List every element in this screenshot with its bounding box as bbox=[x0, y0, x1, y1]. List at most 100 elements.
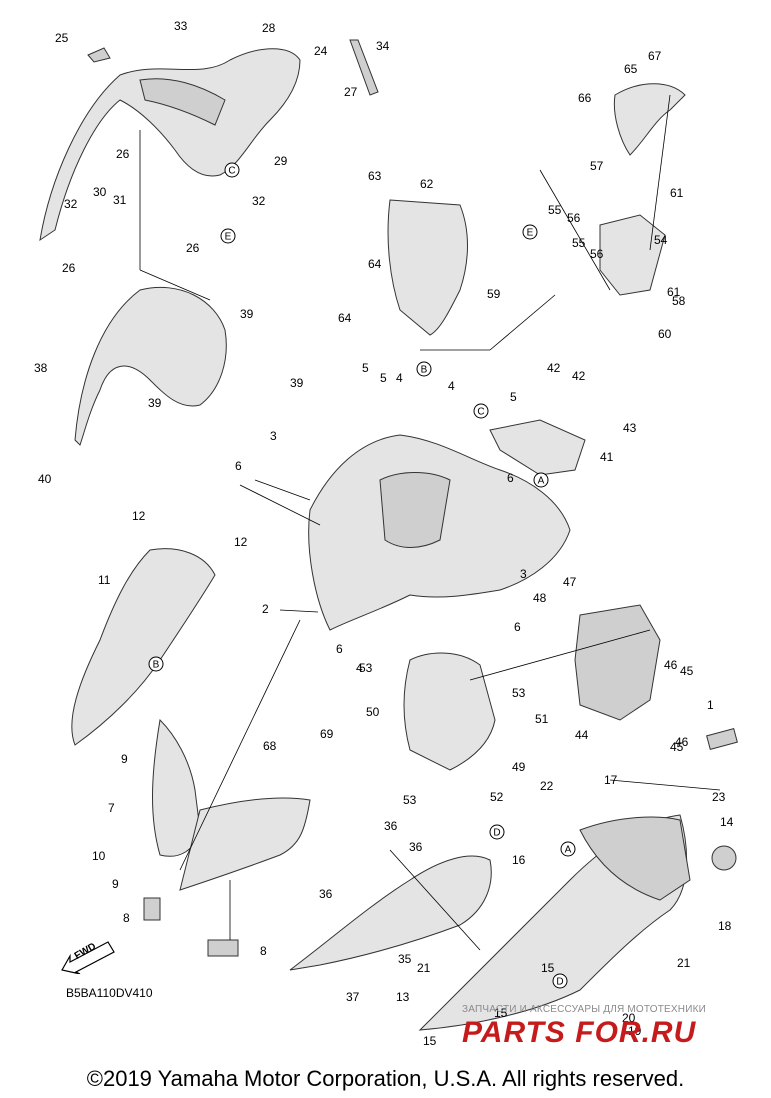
callout-number: 21 bbox=[417, 961, 431, 975]
callout-number: 67 bbox=[648, 49, 662, 63]
reference-circle bbox=[533, 472, 549, 488]
cover-50 bbox=[403, 652, 496, 771]
reference-circle bbox=[489, 824, 505, 840]
callout-number: 51 bbox=[535, 712, 549, 726]
callout-number: 12 bbox=[234, 535, 248, 549]
side-cover-23 bbox=[579, 816, 691, 901]
callout-number: 9 bbox=[112, 877, 119, 891]
reference-letter: E bbox=[527, 228, 534, 239]
callout-number: 4 bbox=[448, 379, 455, 393]
callout-number: 32 bbox=[252, 194, 266, 208]
leader-line bbox=[254, 479, 311, 501]
callout-number: 46 bbox=[664, 658, 678, 672]
front-body-center bbox=[379, 472, 451, 548]
callout-number: 11 bbox=[98, 573, 111, 587]
callout-number: 40 bbox=[38, 472, 52, 486]
callout-number: 21 bbox=[677, 956, 691, 970]
callout-number: 58 bbox=[672, 294, 686, 308]
callout-number: 39 bbox=[148, 396, 162, 410]
callout-number: 56 bbox=[590, 247, 604, 261]
callout-number: 15 bbox=[494, 1006, 508, 1020]
leader-line bbox=[489, 294, 556, 351]
leader-line bbox=[539, 169, 611, 291]
cover-7 bbox=[152, 718, 201, 857]
callout-number: 27 bbox=[344, 85, 358, 99]
callout-number: 6 bbox=[336, 642, 343, 656]
side-cover-11 bbox=[71, 548, 216, 746]
cap-14 bbox=[711, 845, 737, 871]
bracket-44 bbox=[574, 604, 661, 721]
callout-number: 46 bbox=[675, 735, 689, 749]
reference-marker: E bbox=[220, 228, 236, 244]
callout-number: 42 bbox=[547, 361, 561, 375]
callout-number: 36 bbox=[319, 887, 333, 901]
callout-number: 3 bbox=[520, 567, 527, 581]
callout-number: 39 bbox=[290, 376, 304, 390]
reference-circle bbox=[220, 228, 236, 244]
callout-number: 52 bbox=[490, 790, 504, 804]
callout-number: 18 bbox=[718, 919, 732, 933]
callout-number: 49 bbox=[512, 760, 526, 774]
watermark-brand: PARTS FOR.RU bbox=[462, 1016, 697, 1049]
reference-letter: E bbox=[225, 232, 232, 243]
callout-number: 2 bbox=[262, 602, 269, 616]
reference-letter: C bbox=[477, 407, 484, 418]
callout-number: 14 bbox=[720, 815, 734, 829]
callout-number: 15 bbox=[541, 961, 555, 975]
callout-number: 39 bbox=[240, 307, 254, 321]
reference-letter: A bbox=[538, 476, 545, 487]
callout-number: 28 bbox=[262, 21, 276, 35]
pad-8b bbox=[207, 939, 239, 957]
reference-marker: A bbox=[560, 841, 576, 857]
callout-number: 4 bbox=[356, 661, 363, 675]
reference-letter: D bbox=[493, 828, 500, 839]
callout-number: 5 bbox=[380, 371, 387, 385]
callout-number: 32 bbox=[64, 197, 78, 211]
callout-number: 31 bbox=[113, 193, 127, 207]
callout-number: 50 bbox=[366, 705, 380, 719]
pad-8a bbox=[143, 897, 161, 921]
callout-number: 6 bbox=[507, 471, 514, 485]
callout-number: 17 bbox=[604, 773, 618, 787]
callout-number: 66 bbox=[578, 91, 592, 105]
callout-number: 41 bbox=[600, 450, 614, 464]
callout-number: 3 bbox=[270, 429, 277, 443]
callout-number: 10 bbox=[92, 849, 106, 863]
callout-number: 61 bbox=[670, 186, 684, 200]
callout-number: 4 bbox=[396, 371, 403, 385]
leader-line bbox=[279, 609, 319, 613]
reference-circle bbox=[522, 224, 538, 240]
plate-1 bbox=[706, 728, 738, 750]
reference-marker: B bbox=[148, 656, 164, 672]
callout-number: 65 bbox=[624, 62, 638, 76]
reference-circle bbox=[473, 403, 489, 419]
callout-number: 15 bbox=[423, 1034, 437, 1048]
badge-25 bbox=[87, 47, 111, 63]
callout-number: 26 bbox=[186, 241, 200, 255]
callout-number: 53 bbox=[359, 661, 373, 675]
callout-number: 5 bbox=[510, 390, 517, 404]
leader-line bbox=[179, 619, 301, 871]
bracket-65 bbox=[613, 83, 686, 156]
callout-number: 35 bbox=[398, 952, 412, 966]
callout-number: 5 bbox=[362, 361, 369, 375]
reference-marker: C bbox=[473, 403, 489, 419]
callout-number: 55 bbox=[572, 236, 586, 250]
callout-number: 22 bbox=[540, 779, 554, 793]
callout-number: 57 bbox=[590, 159, 604, 173]
reference-circle bbox=[224, 162, 240, 178]
callout-number: 8 bbox=[123, 911, 130, 925]
callout-number: 38 bbox=[34, 361, 48, 375]
callout-number: 34 bbox=[376, 39, 390, 53]
callout-number: 26 bbox=[62, 261, 76, 275]
callout-number: 36 bbox=[384, 819, 398, 833]
callout-number: 20 bbox=[622, 1011, 636, 1025]
reference-marker: C bbox=[224, 162, 240, 178]
callout-number: 6 bbox=[514, 620, 521, 634]
callout-number: 9 bbox=[121, 752, 128, 766]
callout-number: 69 bbox=[320, 727, 334, 741]
reference-marker: E bbox=[522, 224, 538, 240]
diagram-code: B5BA110DV410 bbox=[66, 986, 153, 1000]
